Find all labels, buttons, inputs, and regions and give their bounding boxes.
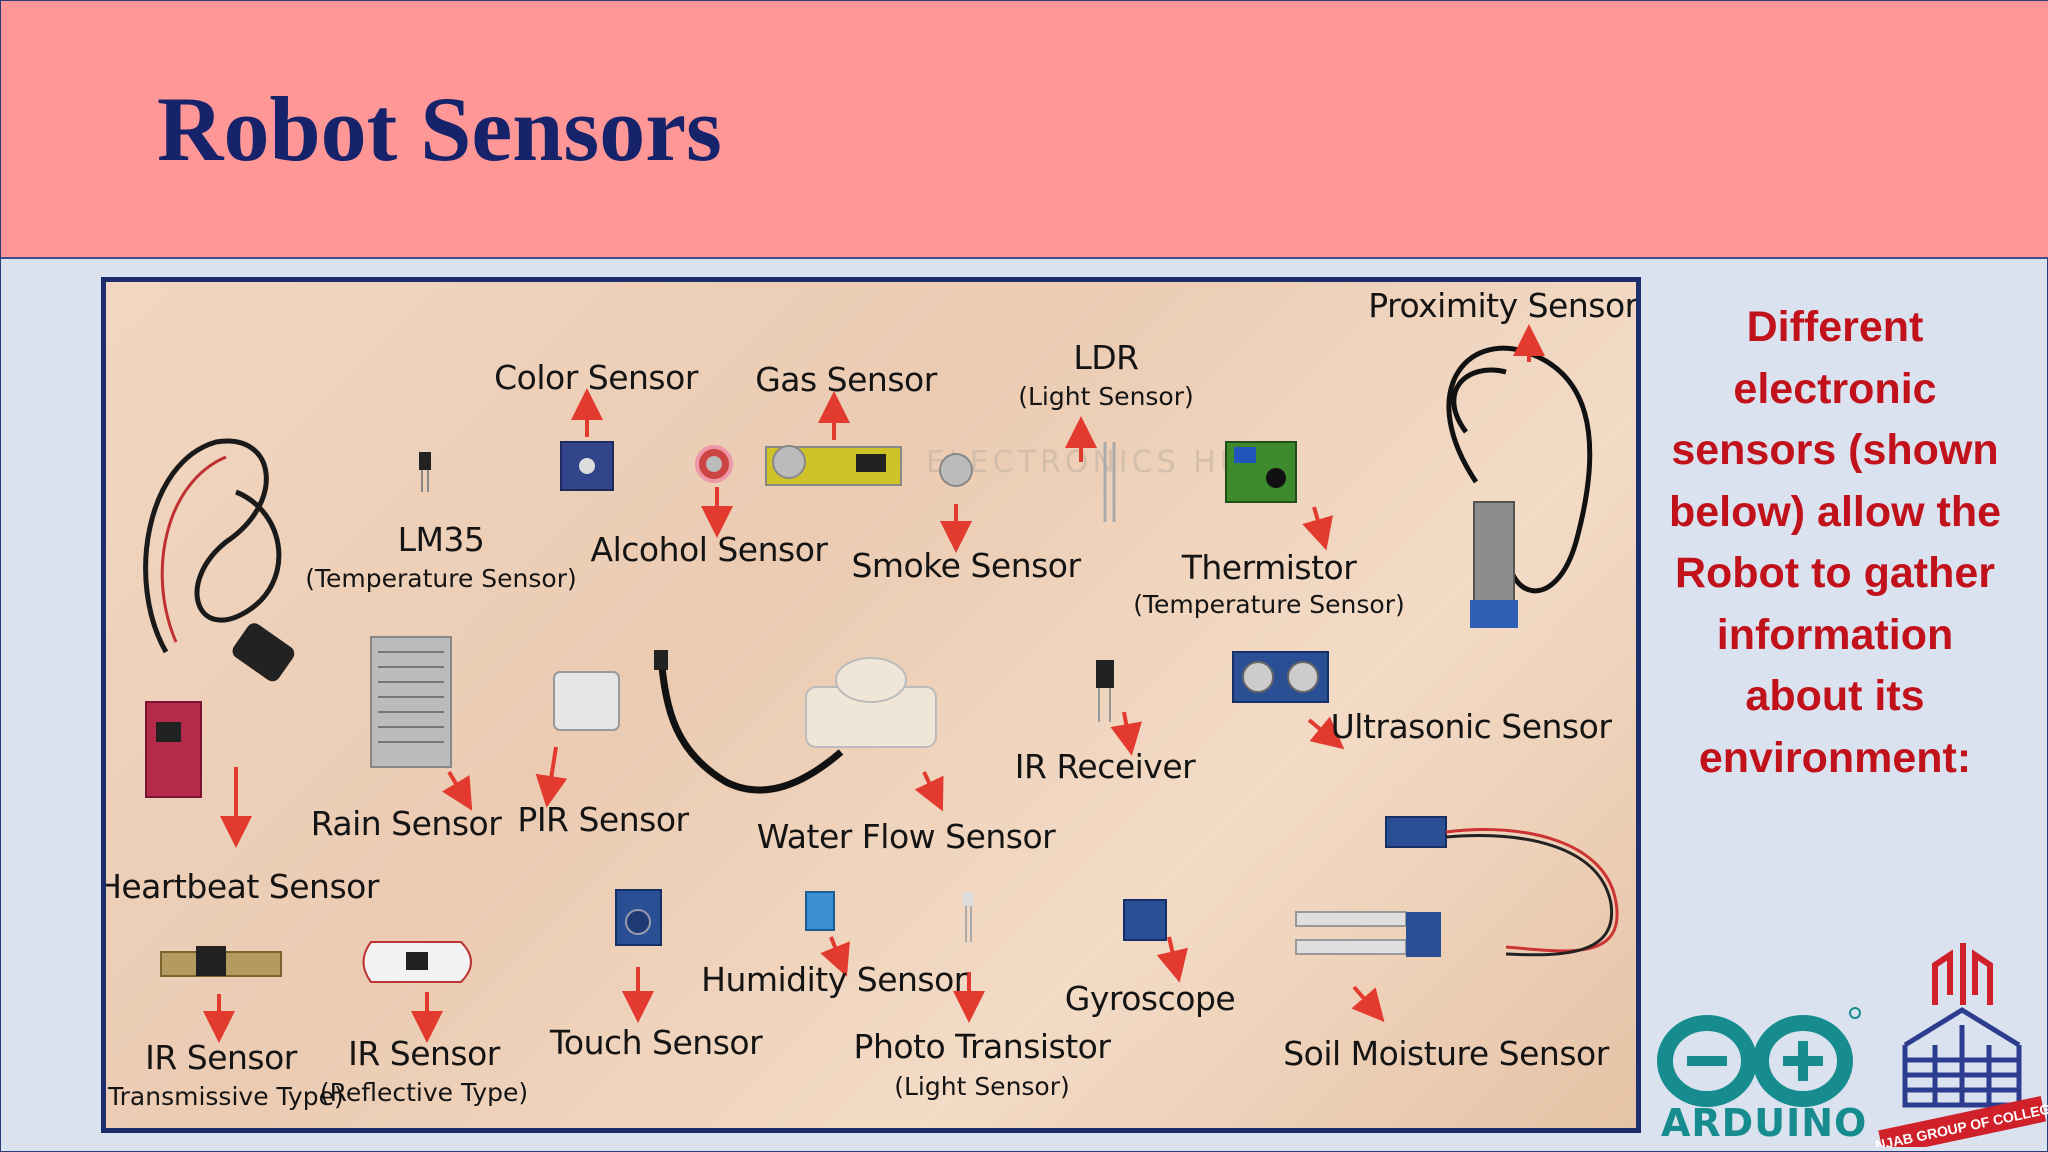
label-pir-sensor: PIR Sensor — [517, 800, 689, 839]
label-soil-moisture-sensor: Soil Moisture Sensor — [1283, 1034, 1609, 1073]
label-smoke-sensor: Smoke Sensor — [851, 546, 1081, 585]
photo-transistor-device — [963, 892, 973, 942]
label-ir-sensor-transmissive-sub: (Transmissive Type) — [101, 1082, 344, 1111]
label-ir-sensor-reflective-sub: (Reflective Type) — [319, 1078, 529, 1107]
touch-sensor-device — [615, 889, 662, 946]
alcohol-sensor-device — [695, 445, 733, 483]
proximity-sensor-device — [1446, 345, 1593, 628]
label-gyroscope: Gyroscope — [1064, 979, 1236, 1018]
sensors-photo: ELECTRONICS HUB — [101, 277, 1641, 1133]
label-lm35: LM35 — [397, 520, 485, 559]
lm35-device — [419, 452, 431, 492]
label-proximity-sensor: Proximity Sensor — [1368, 286, 1638, 325]
label-heartbeat-sensor: Heartbeat Sensor — [101, 867, 379, 906]
label-ldr: LDR — [1073, 338, 1139, 377]
humidity-sensor-device — [805, 891, 835, 931]
color-sensor-device — [560, 441, 614, 491]
label-rain-sensor: Rain Sensor — [310, 804, 502, 843]
label-photo-transistor: Photo Transistor — [853, 1027, 1111, 1066]
label-alcohol-sensor: Alcohol Sensor — [590, 530, 828, 569]
label-thermistor: Thermistor — [1181, 548, 1357, 587]
ir-receiver-device — [1096, 660, 1114, 722]
label-ultrasonic-sensor: Ultrasonic Sensor — [1330, 707, 1612, 746]
description-text: Different electronic sensors (shown belo… — [1668, 303, 2002, 782]
label-lm35-sub: (Temperature Sensor) — [305, 564, 577, 593]
soil-moisture-sensor-device — [1295, 816, 1619, 957]
gyroscope-device — [1123, 899, 1167, 941]
label-ir-receiver: IR Receiver — [1014, 747, 1196, 786]
label-ldr-sub: (Light Sensor) — [1018, 382, 1194, 411]
arduino-logo — [1657, 1007, 1861, 1107]
slide-title: Robot Sensors — [157, 78, 722, 180]
label-humidity-sensor: Humidity Sensor — [701, 960, 967, 999]
label-photo-transistor-sub: (Light Sensor) — [894, 1072, 1070, 1101]
title-banner: Robot Sensors — [1, 1, 2048, 259]
water-flow-sensor-device — [654, 650, 937, 794]
label-ir-sensor-reflective: IR Sensor — [348, 1034, 500, 1073]
ldr-device — [1103, 442, 1116, 522]
label-thermistor-sub: (Temperature Sensor) — [1133, 590, 1405, 619]
smoke-sensor-device — [939, 453, 973, 487]
gas-sensor-device — [765, 445, 902, 486]
pointer-arrows — [203, 324, 1545, 1043]
label-gas-sensor: Gas Sensor — [755, 360, 937, 399]
sensor-illustrations: ELECTRONICS HUB — [143, 324, 1619, 1043]
ir-reflective-device — [362, 941, 472, 983]
ultrasonic-sensor-device — [1232, 651, 1329, 703]
label-ir-sensor-transmissive: IR Sensor — [145, 1038, 297, 1077]
pir-sensor-device — [553, 671, 620, 731]
rain-sensor-device — [370, 636, 452, 768]
thermistor-device — [1225, 441, 1297, 503]
label-color-sensor: Color Sensor — [494, 358, 698, 397]
ir-transmissive-device — [160, 946, 282, 977]
label-touch-sensor: Touch Sensor — [549, 1023, 763, 1062]
heartbeat-sensor-device — [143, 438, 295, 798]
watermark: ELECTRONICS HUB — [926, 445, 1270, 480]
punjab-group-logo: PUNJAB GROUP OF COLLEGES — [1875, 943, 2048, 1147]
arduino-wordmark: ARDUINO — [1661, 1101, 1868, 1145]
label-water-flow-sensor: Water Flow Sensor — [756, 817, 1056, 856]
